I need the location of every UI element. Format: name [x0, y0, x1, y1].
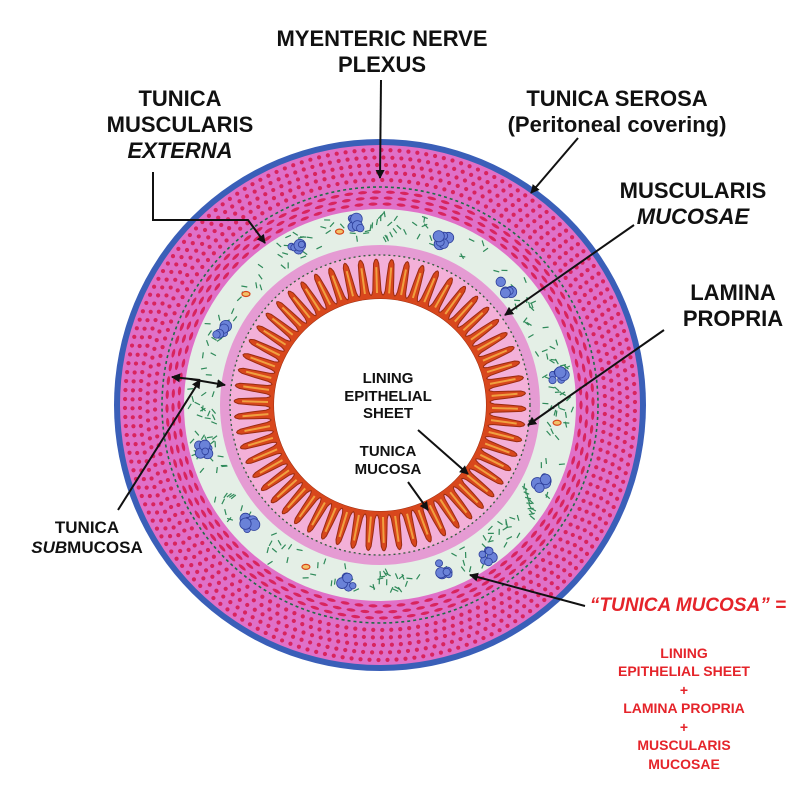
label-myenteric-nerve-plexus: MYENTERIC NERVE PLEXUS: [262, 26, 502, 78]
label-lp-line1: LAMINA: [690, 280, 776, 305]
label-externa-line2: MUSCULARIS: [106, 111, 254, 137]
lamina-dots: [229, 254, 531, 556]
myenteric-plexus-line: [161, 186, 599, 624]
label-tunica-serosa: TUNICA SEROSA (Peritoneal covering): [490, 86, 744, 138]
lining-epithelial-highlights: [242, 267, 518, 543]
label-tunica-submucosa: TUNICA SUBMUCOSA: [22, 518, 152, 558]
label-mucosa-line1: TUNICA: [359, 443, 417, 460]
arrow-lamina-propria: [527, 329, 665, 426]
label-lining-line2: EPITHELIAL: [344, 387, 432, 405]
label-sub-line1: TUNICA: [54, 518, 120, 537]
label-sub-line2: SUBMUCOSA: [22, 538, 152, 558]
label-sub-suffix: MUCOSA: [67, 538, 143, 558]
label-myenteric-line2: PLEXUS: [337, 51, 427, 77]
lumen: [274, 299, 486, 511]
legend-title: “TUNICA MUCOSA” =: [589, 595, 787, 616]
label-serosa-line1: TUNICA SEROSA: [526, 86, 708, 111]
inner-muscle-cells: [165, 190, 595, 620]
arrow-muscularis-mucosae: [504, 224, 635, 316]
legend-plus1: +: [679, 681, 689, 698]
label-sub-prefix: SUB: [31, 538, 68, 558]
arrow-myenteric: [375, 79, 385, 179]
label-serosa-line2: (Peritoneal covering): [507, 111, 727, 137]
legend-plus2: +: [679, 718, 689, 735]
label-lining-line1: LINING: [362, 370, 414, 387]
arrow-submucosa-fwd: [189, 378, 226, 389]
arrow-lining-epithelial: [417, 429, 469, 475]
label-lining-line3: SHEET: [362, 405, 413, 423]
arrow-tunica-mucosa: [407, 481, 429, 511]
submucosa-vessels-and-glands: [194, 212, 570, 592]
label-externa-line3: EXTERNA: [127, 137, 233, 163]
outer-muscle-nuclei: [122, 147, 638, 663]
pointer-arrows: [117, 79, 665, 607]
legend-line5: MUCOSAE: [648, 755, 720, 772]
arrow-submucosa: [117, 379, 201, 511]
label-externa-line1: TUNICA: [138, 86, 222, 111]
label-myenteric-line1: MYENTERIC NERVE: [276, 26, 488, 51]
legend-definition: LINING EPITHELIAL SHEET + LAMINA PROPRIA…: [592, 644, 776, 773]
label-mm-line1: MUSCULARIS: [619, 178, 767, 203]
label-tunica-mucosa-inner: TUNICA MUCOSA: [350, 443, 426, 478]
label-muscularis-mucosae: MUSCULARIS MUCOSAE: [608, 178, 778, 230]
arrow-legend: [469, 572, 586, 607]
legend-line1: LINING: [660, 645, 708, 661]
label-mm-line2: MUCOSAE: [636, 203, 750, 229]
legend-line2: EPITHELIAL SHEET: [618, 663, 750, 680]
label-lp-line2: PROPRIA: [682, 305, 784, 331]
arrow-serosa: [530, 137, 579, 194]
label-lining-epithelial-sheet: LINING EPITHELIAL SHEET: [340, 370, 436, 423]
legend-line3: LAMINA PROPRIA: [623, 700, 745, 717]
label-mucosa-line2: MUCOSA: [354, 460, 422, 478]
arrow-externa: [152, 172, 266, 244]
label-tunica-muscularis-externa: TUNICA MUSCULARIS EXTERNA: [88, 86, 272, 164]
legend-line4: MUSCULARIS: [637, 737, 731, 754]
label-lamina-propria: LAMINA PROPRIA: [668, 280, 798, 332]
